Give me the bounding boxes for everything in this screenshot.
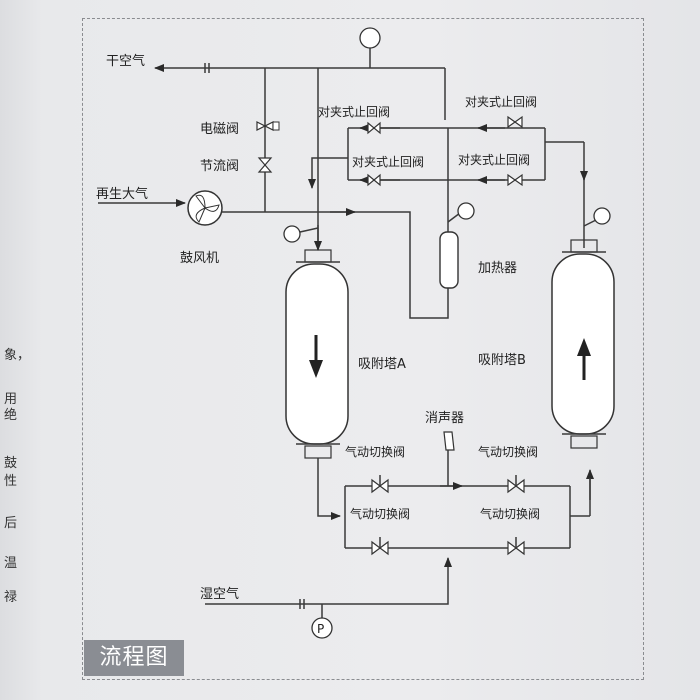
margin-text-5: 性 bbox=[4, 474, 18, 489]
pneumatic-valve-icon-1 bbox=[371, 475, 389, 494]
wet-air-label: 湿空气 bbox=[200, 586, 239, 602]
solenoid-valve bbox=[256, 121, 280, 131]
regen-line bbox=[222, 195, 449, 319]
check-valve-label-4: 对夹式止回阀 bbox=[458, 153, 530, 167]
heater-label: 加热器 bbox=[478, 261, 517, 276]
pneumatic-valve-label-2: 气动切换阀 bbox=[478, 444, 538, 459]
check-valve-icon-3 bbox=[367, 173, 381, 187]
pneumatic-valve-label-3: 气动切换阀 bbox=[350, 506, 410, 521]
throttle-label: 节流阀 bbox=[200, 159, 239, 174]
dry-air-line bbox=[154, 48, 446, 212]
blower-icon bbox=[187, 190, 223, 226]
tower-b bbox=[551, 207, 615, 449]
pressure-gauge-top bbox=[359, 27, 381, 49]
heater bbox=[439, 202, 475, 289]
regen-air-label: 再生大气 bbox=[96, 186, 148, 202]
margin-text-2: 用 bbox=[4, 392, 18, 407]
muffler bbox=[443, 431, 455, 486]
blower-label: 鼓风机 bbox=[180, 251, 219, 266]
solenoid-label: 电磁阀 bbox=[200, 122, 239, 137]
check-valve-label-2: 对夹式止回阀 bbox=[465, 95, 537, 109]
pneumatic-valve-label-1: 气动切换阀 bbox=[345, 444, 405, 459]
margin-text-3: 绝 bbox=[4, 408, 18, 423]
throttle-valve bbox=[257, 157, 273, 173]
check-valve-icon-1 bbox=[367, 121, 381, 135]
check-valve-label-1: 对夹式止回阀 bbox=[318, 105, 390, 119]
tower-a-label: 吸附塔A bbox=[358, 357, 406, 372]
dry-air-label: 干空气 bbox=[106, 53, 145, 69]
pneumatic-valve-manifold bbox=[317, 458, 594, 549]
pneumatic-valve-label-4: 气动切换阀 bbox=[480, 506, 540, 521]
tower-a bbox=[283, 68, 349, 459]
margin-text-1: 象， bbox=[4, 348, 31, 363]
pressure-p-label: P bbox=[317, 622, 324, 636]
pneumatic-valve-icon-4 bbox=[507, 537, 525, 556]
diagram-frame bbox=[82, 18, 644, 680]
wet-air-line bbox=[205, 557, 452, 639]
margin-text-4: 鼓 bbox=[4, 456, 18, 471]
margin-text-8: 禄 bbox=[4, 590, 18, 605]
check-valve-icon-4 bbox=[507, 173, 523, 187]
pneumatic-valve-icon-2 bbox=[507, 475, 525, 494]
tower-b-label: 吸附塔B bbox=[478, 353, 526, 368]
check-valve-label-3: 对夹式止回阀 bbox=[352, 155, 424, 169]
margin-text-6: 后 bbox=[4, 516, 18, 531]
margin-text-7: 温 bbox=[4, 556, 18, 571]
muffler-label: 消声器 bbox=[425, 411, 464, 426]
figure-caption: 流程图 bbox=[84, 640, 184, 676]
pneumatic-valve-icon-3 bbox=[371, 537, 389, 556]
check-valve-icon-2 bbox=[507, 115, 523, 129]
